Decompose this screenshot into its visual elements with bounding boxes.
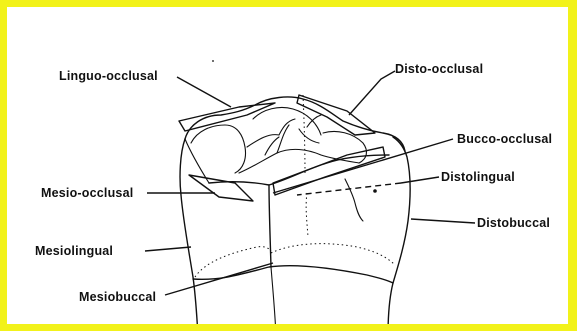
occlusal-surface <box>185 97 405 221</box>
labels: Linguo-occlusal Disto-occlusal Bucco-occ… <box>35 62 552 304</box>
cervical-line <box>193 266 393 283</box>
distal-groove <box>345 179 363 221</box>
mesiobuccal-line-angle <box>269 185 271 267</box>
occlusal-outline <box>185 97 405 151</box>
leader-mesiobuccal <box>165 263 273 295</box>
tooth-outline-left <box>180 139 198 331</box>
label-disto-occlusal: Disto-occlusal <box>395 62 483 76</box>
dotted-curve-mesial <box>195 247 271 277</box>
central-groove <box>247 119 295 147</box>
dotted-curve-distal <box>271 244 395 265</box>
leader-mesiolingual <box>145 247 191 251</box>
plate-mesio-occlusal <box>189 175 253 201</box>
speck <box>212 60 214 62</box>
label-mesio-occlusal: Mesio-occlusal <box>41 186 133 200</box>
label-mesiolingual: Mesiolingual <box>35 244 113 258</box>
tooth-drawing <box>180 95 410 331</box>
leader-disto-occlusal <box>349 71 395 115</box>
buccal-occlusal-edge <box>209 155 389 185</box>
label-linguo-occlusal: Linguo-occlusal <box>59 69 158 83</box>
leader-distolingual-dashed <box>297 183 401 195</box>
label-mesiobuccal: Mesiobuccal <box>79 290 156 304</box>
dotted-vertical-low <box>306 193 308 237</box>
pit-dot <box>373 189 377 193</box>
plate-linguo-occlusal <box>179 103 275 131</box>
label-distolingual: Distolingual <box>441 170 515 184</box>
leader-bucco-occlusal <box>273 139 453 193</box>
cusp-distolingual <box>253 107 321 135</box>
buccal-groove <box>277 125 319 153</box>
label-distobuccal: Distobuccal <box>477 216 550 230</box>
central-fossa <box>239 149 359 173</box>
leader-linguo-occlusal <box>177 77 231 107</box>
tooth-outline-right <box>388 137 410 331</box>
label-bucco-occlusal: Bucco-occlusal <box>457 132 552 146</box>
bevel-plates <box>179 95 385 201</box>
leader-distolingual-solid <box>401 177 439 183</box>
leader-distobuccal <box>411 219 475 223</box>
tooth-diagram: Linguo-occlusal Disto-occlusal Bucco-occ… <box>7 7 577 331</box>
root-front-line <box>271 267 276 331</box>
